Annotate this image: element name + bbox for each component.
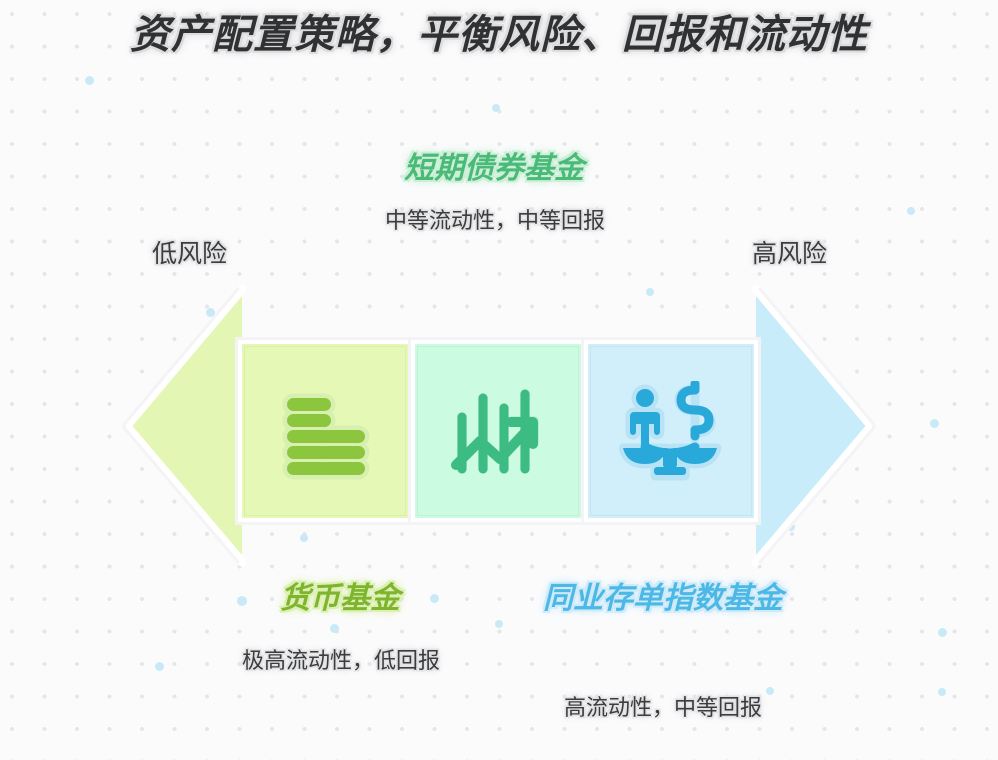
low-risk-arrowhead (120, 283, 246, 568)
high-risk-label: 高风险 (752, 241, 828, 268)
fund-name-money-market-fund: 货币基金 (280, 582, 400, 615)
segment-money-market-fund[interactable] (238, 340, 412, 522)
high-risk-arrowhead (752, 283, 878, 568)
fund-desc-interbank-cd-index-fund: 高流动性，中等回报 (563, 695, 762, 720)
fund-desc-short-term-bond-fund: 中等流动性，中等回报 (384, 208, 605, 233)
growth-chart-icon (451, 389, 539, 474)
segment-short-term-bond-fund[interactable] (411, 340, 585, 522)
fund-name-interbank-cd-index-fund: 同业存单指数基金 (543, 582, 783, 615)
low-risk-label: 低风险 (152, 241, 228, 268)
page-title: 资产配置策略，平衡风险、回报和流动性 (130, 12, 868, 57)
segment-interbank-cd-index-fund[interactable] (584, 340, 758, 522)
coin-stack-icon (282, 393, 370, 480)
balance-scale-icon (619, 381, 722, 481)
fund-name-short-term-bond-fund: 短期债券基金 (404, 152, 584, 185)
fund-desc-money-market-fund: 极高流动性，低回报 (241, 648, 440, 673)
